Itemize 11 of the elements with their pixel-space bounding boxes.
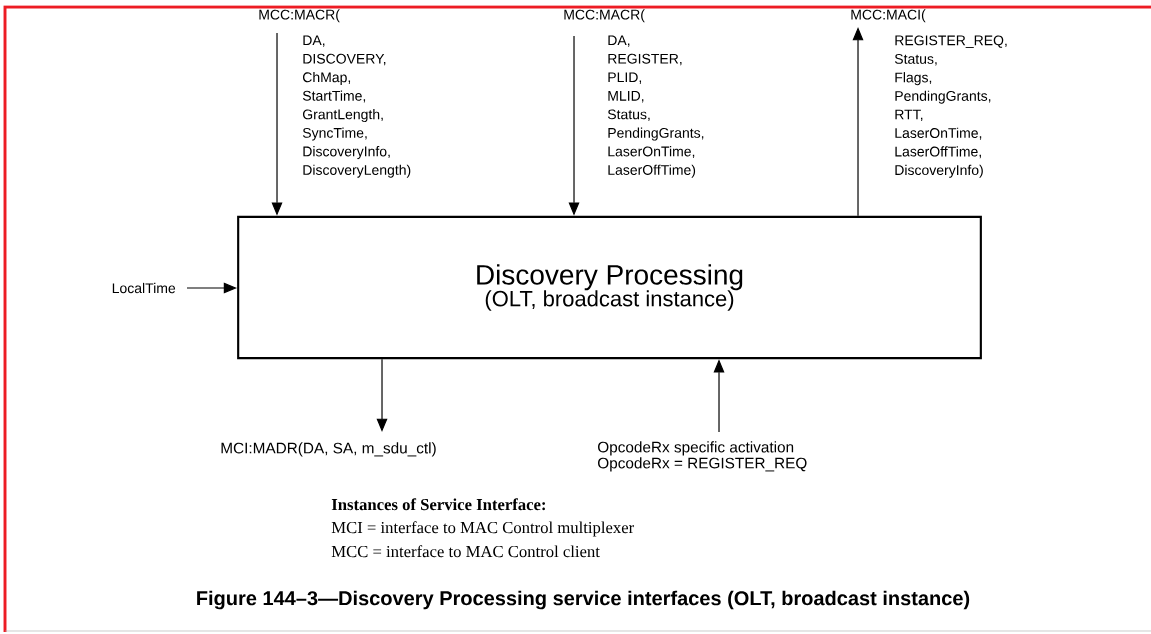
signal-label: LocalTime	[112, 282, 176, 294]
legend-text: MCC = interface to MAC Control client	[331, 545, 600, 558]
legend-text: MCI = interface to MAC Control multiplexer	[331, 521, 634, 537]
primitive-label: MCC:MACR( DA, REGISTER, PLID, MLID, Status, PendingGrants, LaserOnTime, LaserOffTime)	[564, 9, 704, 178]
primitive-label: MCC:MACI( REGISTER_REQ, Status, Flags, PendingGrants, RTT, LaserOnTime, LaserOffTime, DiscoveryInfo)	[851, 9, 1007, 178]
signal-label: OpcodeRx specific activation OpcodeRx = REGISTER_REQ	[598, 441, 807, 472]
legend-heading: Instances of Service Interface:	[331, 498, 545, 511]
process-box: Discovery Processing (OLT, broadcast instance)	[237, 215, 982, 360]
primitive-label: MCC:MACR( DA, DISCOVERY, ChMap, StartTime, GrantLength, SyncTime, DiscoveryInfo, DiscoveryLength)	[259, 9, 411, 178]
figure-caption: Figure 144–3—Discovery Processing service interfaces (OLT, broadcast instance)	[197, 590, 970, 610]
signal-label: MCI:MADR(DA, SA, m_sdu_ctl)	[221, 442, 436, 457]
